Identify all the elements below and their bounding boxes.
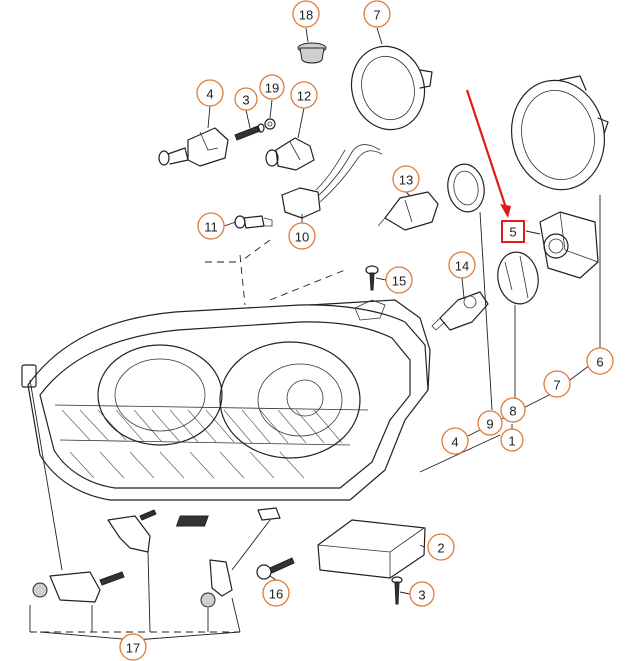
part-12-bulb	[265, 137, 315, 171]
part-17-brackets	[32, 507, 281, 608]
callout-11-label: 11	[204, 220, 218, 235]
callout-17: 17	[119, 633, 147, 661]
callout-12-label: 12	[297, 89, 311, 104]
part-7-cap	[350, 45, 433, 131]
callout-14-label: 14	[455, 259, 469, 274]
callout-10-label: 10	[295, 230, 309, 245]
callout-3-bottom-label: 3	[418, 588, 425, 603]
part-2-ballast	[175, 515, 426, 579]
callout-10: 10	[288, 222, 316, 250]
part-15-screw	[365, 265, 379, 291]
part-4-bulb	[158, 127, 229, 167]
callout-4-right-label: 4	[451, 435, 458, 450]
part-3-screw-bottom	[391, 576, 403, 605]
highlight-arrow	[465, 89, 511, 218]
part-6-cap	[510, 75, 609, 191]
callout-15: 15	[385, 266, 413, 294]
callout-1: 1	[500, 428, 524, 452]
callout-5-highlighted: 5	[501, 220, 525, 243]
part-5-igniter	[539, 211, 599, 279]
callout-7-top: 7	[363, 0, 391, 28]
callout-3-bottom: 3	[409, 581, 435, 607]
headlight-housing	[21, 299, 431, 501]
lens-hatching	[61, 409, 343, 479]
callout-6: 6	[586, 347, 614, 375]
callout-16-label: 16	[269, 587, 283, 602]
callout-14: 14	[448, 251, 476, 279]
callout-3-top: 3	[234, 87, 258, 111]
callout-16: 16	[262, 579, 290, 607]
part-9-ring	[447, 163, 485, 213]
callout-6-label: 6	[596, 355, 603, 370]
part-3-screw-top	[234, 123, 265, 141]
callout-7-right: 7	[543, 370, 571, 398]
part-19-nut	[264, 118, 276, 130]
callout-8-label: 8	[509, 404, 516, 419]
callout-3-top-label: 3	[242, 93, 249, 108]
callout-1-label: 1	[508, 434, 515, 449]
callout-7-top-label: 7	[373, 8, 380, 23]
callout-8: 8	[500, 397, 526, 423]
callout-19: 19	[259, 74, 285, 100]
part-18-grommet	[297, 42, 327, 64]
callout-13: 13	[392, 165, 420, 193]
callout-18: 18	[292, 0, 320, 28]
callout-17-label: 17	[126, 641, 140, 656]
callout-9: 9	[477, 410, 503, 436]
callout-4-top: 4	[196, 79, 224, 107]
callout-2-label: 2	[437, 541, 444, 556]
part-14-bulb	[431, 291, 489, 331]
callout-15-label: 15	[392, 274, 406, 289]
callout-11: 11	[197, 212, 225, 240]
part-10-holder	[281, 144, 383, 219]
part-8-ring	[497, 251, 539, 305]
callout-9-label: 9	[486, 417, 493, 432]
callout-19-label: 19	[265, 81, 279, 96]
callout-7-right-label: 7	[553, 378, 560, 393]
part-13-bulb	[377, 191, 439, 231]
part-16-screw	[256, 557, 295, 580]
callout-18-label: 18	[299, 8, 313, 23]
part-11-bulb	[234, 215, 273, 229]
callout-4-right: 4	[441, 427, 469, 455]
callout-13-label: 13	[399, 173, 413, 188]
callout-2: 2	[427, 533, 455, 561]
callout-12: 12	[290, 81, 318, 109]
leader-lines	[29, 27, 601, 641]
callout-4-top-label: 4	[206, 87, 213, 102]
callout-5-label: 5	[509, 225, 516, 240]
